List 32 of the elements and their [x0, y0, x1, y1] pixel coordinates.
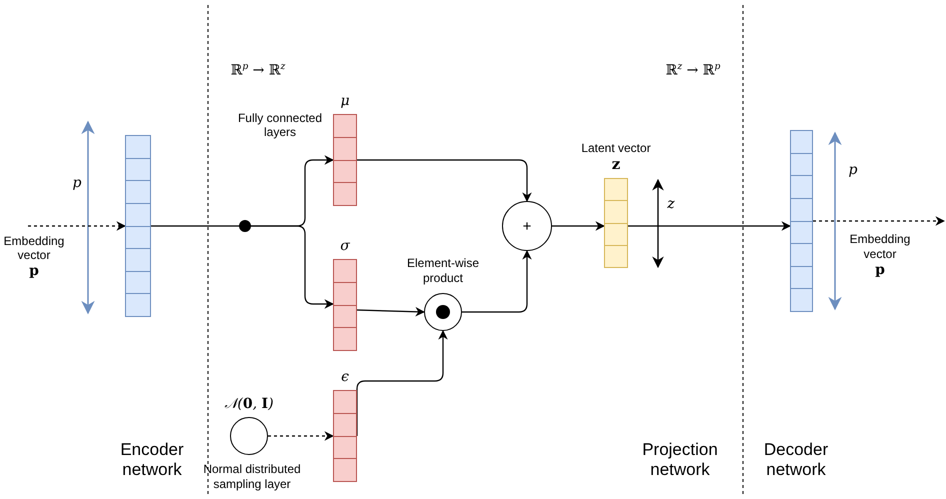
section-label: Fully connected layers — [236, 111, 324, 140]
arrow — [356, 306, 425, 317]
arrow — [251, 225, 334, 309]
math-label: p — [848, 162, 858, 179]
math-label: ℝ$^{z}$ → ℝ$^{p}$ — [666, 62, 720, 80]
node-caption: Element-wise product — [406, 256, 480, 286]
arrow — [462, 250, 532, 313]
layer-label: Latent vector z — [581, 142, 651, 173]
vector-caption: Embedding vector p — [2, 234, 66, 280]
arrow — [813, 216, 945, 226]
section-label: Encoder network — [119, 440, 185, 481]
layer-label: 𝒩(0, I) — [224, 396, 274, 412]
vector-bar — [125, 135, 151, 317]
math-label: z — [667, 196, 675, 213]
arrow — [28, 221, 126, 231]
product-circle — [424, 293, 462, 331]
arrow — [552, 221, 605, 231]
math-label: ℝ$^{p}$ → ℝ$^{z}$ — [230, 62, 286, 80]
sum-circle: + — [502, 201, 552, 251]
section-label: Projection network — [641, 440, 719, 481]
junction-dot — [239, 220, 251, 232]
layer-label: σ — [340, 238, 350, 254]
layer-label: ϵ — [341, 368, 349, 385]
arrow — [628, 221, 791, 231]
math-label: p — [72, 175, 82, 192]
arrow — [357, 159, 532, 202]
node-caption: Embedding vector p — [848, 232, 912, 280]
node-caption: Normal distributed sampling layer — [202, 462, 302, 492]
arrow — [268, 431, 334, 441]
vector-bar — [790, 130, 813, 312]
layer-label: μ — [340, 92, 350, 109]
section-label: Decoder network — [762, 440, 830, 481]
